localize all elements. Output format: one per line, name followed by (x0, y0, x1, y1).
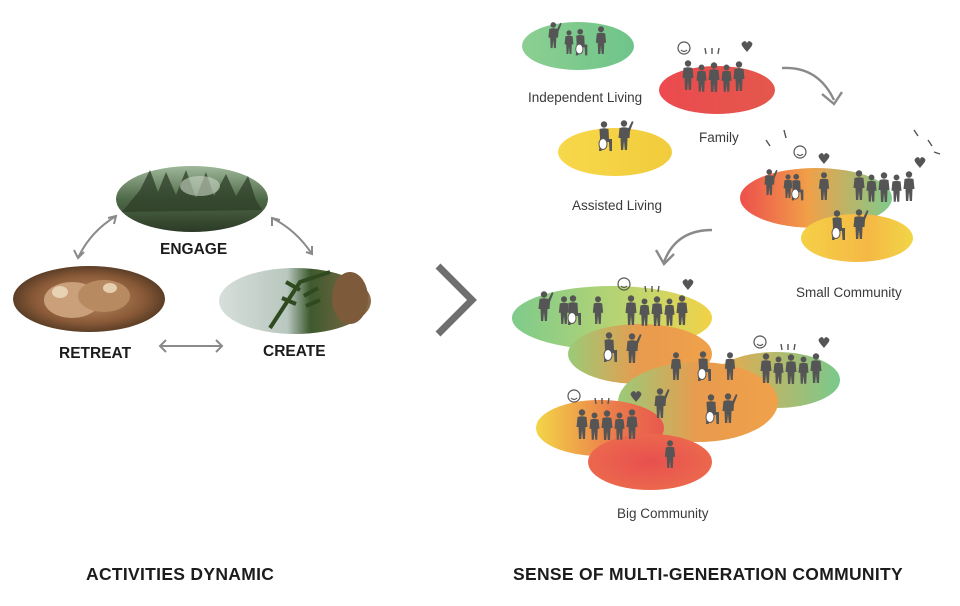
assisted-living-blob (558, 120, 672, 176)
curved-arrow-right (781, 66, 843, 106)
independent-living-label: Independent Living (528, 90, 643, 105)
heart-icon (914, 157, 926, 168)
multi-generation-community-heading: SENSE OF MULTI-GENERATION COMMUNITY (513, 564, 903, 584)
heart-icon (741, 41, 753, 52)
chevron-right-icon (435, 263, 477, 337)
independent-living-blob (522, 22, 634, 70)
smiley-icon (793, 145, 807, 159)
joy-marks (765, 129, 941, 155)
smiley-icon (567, 277, 767, 403)
cycle-arrows (73, 214, 313, 353)
big-community-blob (512, 286, 840, 490)
heart-icon (682, 279, 694, 290)
assisted-living-label: Assisted Living (572, 198, 663, 213)
joy-marks (594, 285, 796, 405)
retreat-label: RETREAT (59, 345, 132, 362)
create-label: CREATE (263, 343, 326, 360)
joy-marks (704, 47, 720, 55)
engage-label: ENGAGE (160, 241, 228, 258)
heart-icon (630, 391, 642, 402)
retreat-photo-ellipse (13, 266, 165, 332)
curved-arrow-left (654, 228, 713, 266)
activities-dynamic-heading: ACTIVITIES DYNAMIC (86, 564, 275, 584)
engage-photo-ellipse (116, 166, 268, 232)
create-photo-ellipse (219, 268, 371, 334)
big-community-label: Big Community (617, 506, 709, 521)
smiley-icon (677, 41, 691, 55)
family-label: Family (699, 130, 739, 145)
family-blob (659, 60, 775, 114)
heart-icon (818, 153, 830, 164)
small-community-blob (740, 168, 915, 262)
small-community-label: Small Community (796, 285, 902, 300)
heart-icon (818, 337, 830, 348)
